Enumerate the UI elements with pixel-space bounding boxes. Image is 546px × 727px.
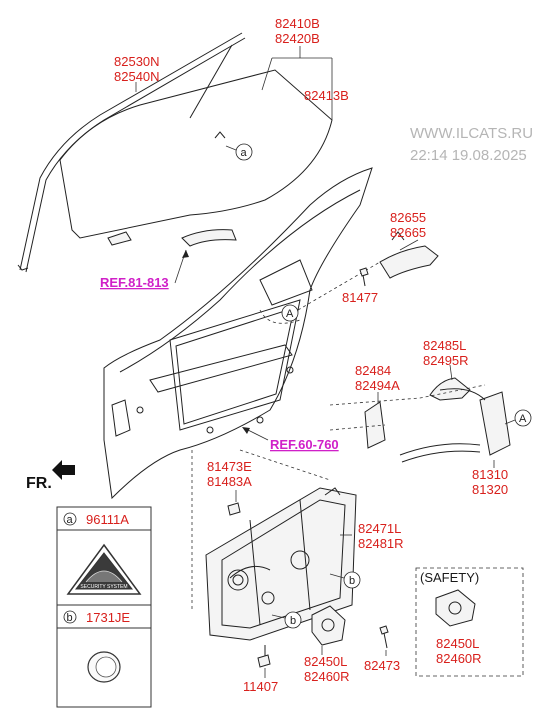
svg-text:A: A bbox=[286, 308, 294, 320]
label-82655: 82655 bbox=[390, 210, 426, 225]
screw-82473 bbox=[379, 625, 389, 649]
grommet-plug bbox=[87, 651, 121, 683]
front-direction-indicator: FR. bbox=[26, 460, 75, 492]
label-82481R: 82481R bbox=[358, 536, 404, 551]
svg-text:a: a bbox=[241, 147, 248, 159]
bolt-11407 bbox=[257, 645, 271, 668]
door-inner-panel bbox=[103, 167, 373, 500]
label-11407: 11407 bbox=[243, 679, 278, 694]
legend-panel: a 96111A SECURITY SYSTEM b 1731JE bbox=[56, 506, 152, 708]
label-82530N: 82530N bbox=[114, 54, 160, 69]
callout-b-lower: b bbox=[271, 611, 302, 629]
callout-a-glass: a bbox=[225, 143, 253, 161]
label-82413B: 82413B bbox=[304, 88, 349, 103]
label-82665: 82665 bbox=[390, 225, 426, 240]
label-81477: 81477 bbox=[342, 290, 378, 305]
door-latch bbox=[399, 388, 511, 463]
svg-text:b: b bbox=[349, 575, 355, 587]
svg-text:A: A bbox=[519, 413, 527, 425]
label-81473E: 81473E bbox=[207, 459, 252, 474]
ref-60-760[interactable]: REF.60-760 bbox=[270, 437, 339, 452]
label-82485L: 82485L bbox=[423, 338, 466, 353]
label-82540N: 82540N bbox=[114, 69, 160, 84]
svg-text:FR.: FR. bbox=[26, 475, 52, 492]
label-81483A: 81483A bbox=[207, 474, 252, 489]
safety-motor-box: (SAFETY) bbox=[415, 567, 524, 677]
label-82410B: 82410B bbox=[275, 16, 320, 31]
label-82420B: 82420B bbox=[275, 31, 320, 46]
label-82473: 82473 bbox=[364, 658, 400, 673]
ref-81-813[interactable]: REF.81-813 bbox=[100, 275, 169, 290]
watermark-site: WWW.ILCATS.RU bbox=[410, 125, 533, 142]
label-81320: 81320 bbox=[472, 482, 508, 497]
window-regulator-module bbox=[205, 487, 357, 641]
security-emblem: SECURITY SYSTEM bbox=[66, 543, 142, 595]
emblem-text: SECURITY SYSTEM bbox=[80, 584, 127, 590]
legend-b-letter: b bbox=[67, 612, 73, 624]
svg-text:b: b bbox=[290, 615, 296, 627]
label-82495R: 82495R bbox=[423, 353, 469, 368]
callout-A-latch: A bbox=[504, 409, 532, 427]
label-82450L: 82450L bbox=[304, 654, 347, 669]
callout-b-upper: b bbox=[329, 571, 361, 589]
legend-a-part: 96111A bbox=[86, 512, 129, 527]
part-labels: 82530N 82540N 82410B 82420B 82413B 82655… bbox=[114, 16, 508, 694]
legend-b-part: 1731JE bbox=[86, 610, 130, 625]
label-82460R: 82460R bbox=[304, 669, 350, 684]
label-82471L: 82471L bbox=[358, 521, 401, 536]
regulator-motor bbox=[311, 605, 346, 646]
legend-a-letter: a bbox=[67, 514, 74, 526]
label-safety-82460R: 82460R bbox=[436, 651, 482, 666]
safety-label: (SAFETY) bbox=[420, 570, 479, 585]
label-82484: 82484 bbox=[355, 363, 391, 378]
label-safety-82450L: 82450L bbox=[436, 636, 479, 651]
clip-81473E bbox=[227, 502, 241, 516]
watermark-timestamp: 22:14 19.08.2025 bbox=[410, 147, 527, 164]
label-82494A: 82494A bbox=[355, 378, 400, 393]
outside-handle bbox=[181, 229, 237, 247]
label-81310: 81310 bbox=[472, 467, 508, 482]
rod-holder bbox=[364, 401, 386, 449]
bolt-81477 bbox=[359, 267, 369, 287]
inside-handle bbox=[379, 231, 439, 279]
door-glass bbox=[59, 69, 333, 246]
